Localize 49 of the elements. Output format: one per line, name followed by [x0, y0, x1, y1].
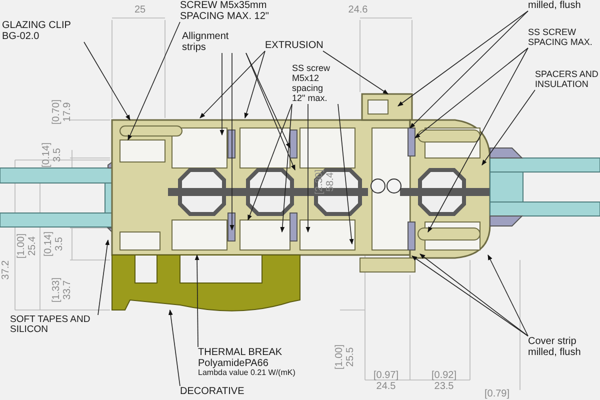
callout-label: milled, flush: [528, 0, 581, 11]
callout-label: EXTRUSION: [265, 40, 324, 51]
leader-line: [244, 50, 266, 119]
callout-label: Lambda value 0.21 W/(mK): [198, 369, 296, 378]
dimension-label: [0.70] 17.9: [51, 98, 73, 127]
dimension-label: [0.14] 3.5: [41, 141, 63, 170]
leader-line: [248, 104, 292, 221]
leader-line: [220, 52, 224, 136]
leader-line: [246, 52, 290, 148]
leader-line: [414, 48, 528, 138]
leader-line: [246, 52, 296, 171]
leader-line: [194, 254, 200, 348]
leader-line: [338, 104, 354, 245]
leader-line: [482, 90, 536, 166]
callout-label: SS screw M5x12 spacing 12" max.: [292, 64, 338, 104]
callout-label: SCREW M5x35mm SPACING MAX. 12": [180, 0, 305, 22]
callout-label: THERMAL BREAK: [198, 347, 284, 358]
dimension-label: [2.30] 58.4: [314, 168, 336, 197]
leader-line: [200, 50, 266, 118]
leader-line: [168, 309, 180, 386]
leader-line: [306, 104, 310, 233]
callout-label: DECORATIVE: [180, 386, 244, 397]
callout-label: GLAZING CLIP BG-02.0: [2, 20, 84, 42]
callout-label: Allignment strips: [182, 31, 246, 53]
leader-line: [410, 10, 528, 128]
leader-line: [398, 10, 528, 106]
dimension-label: [0.92] 23.5: [430, 370, 458, 392]
leader-line: [280, 104, 292, 233]
leader-line: [98, 239, 110, 316]
dimension-label: 25: [133, 4, 147, 16]
dimension-label: [0.97] 24.5: [372, 370, 400, 392]
dimension-label: [0.14] 3.5: [43, 230, 65, 259]
leader-line: [488, 254, 528, 336]
dimension-label: 37.2: [0, 259, 12, 282]
callout-label: Cover strip milled, flush: [528, 336, 600, 358]
callout-label: SS SCREW SPACING MAX.: [528, 28, 600, 48]
dimension-label: [1.00] 25.4: [16, 232, 38, 261]
callout-label: SOFT TAPES AND SILICON: [10, 315, 98, 336]
leader-line: [322, 50, 388, 94]
leader-line: [230, 52, 234, 231]
leader-line: [84, 42, 130, 120]
callout-label: SPACERS AND INSULATION: [535, 70, 599, 90]
dimension-label: [1.00] 25.5: [334, 343, 356, 372]
dimension-label: [0.79]: [483, 388, 511, 400]
leader-line: [128, 22, 180, 140]
callout-label: PolyamidePA66: [198, 358, 270, 369]
leader-line: [428, 48, 528, 232]
dimension-label: [1.33] 33.7: [51, 276, 73, 305]
dimension-label: 24.6: [347, 4, 369, 16]
